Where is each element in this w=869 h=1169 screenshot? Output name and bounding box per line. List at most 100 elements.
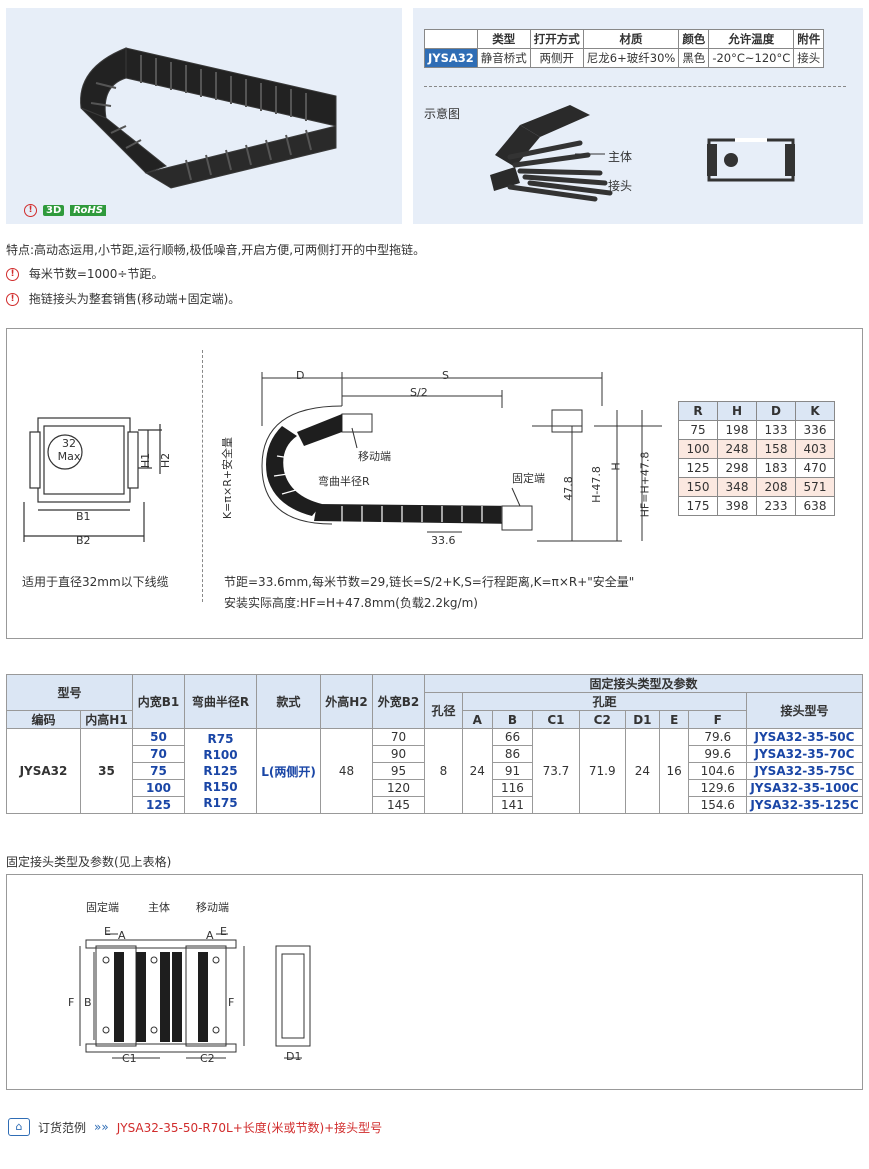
dim-pitch: 33.6 — [431, 534, 456, 547]
dims-cell: 198 — [717, 420, 757, 440]
divider — [424, 86, 846, 87]
cell-d1: 24 — [624, 728, 660, 814]
connector-drawing — [79, 933, 311, 1059]
warning-icon: ! — [24, 204, 37, 217]
dims-cell: 125 — [678, 458, 718, 478]
dims-cell: 298 — [717, 458, 757, 478]
radius-option: R100 — [203, 748, 238, 762]
header-outer-height: 外高H2 — [320, 674, 373, 729]
dims-cell: 233 — [756, 496, 796, 516]
dims-cell: 571 — [795, 477, 835, 497]
warning-note-1: ! 每米节数=1000÷节距。 — [6, 265, 163, 282]
header-style: 款式 — [256, 674, 321, 729]
table-row: 75 95 91 104.6 JYSA32-35-75C — [7, 762, 863, 780]
order-example: ⌂ 订货范例 »» JYSA32-35-50-R70L+长度(米或节数)+接头型… — [8, 1118, 382, 1136]
warning-icon: ! — [6, 268, 19, 281]
chain-layout-drawing — [261, 372, 662, 542]
cell-outer-width: 120 — [372, 779, 425, 797]
cell-part: JYSA32-35-100C — [746, 779, 863, 797]
dim-d: D — [296, 369, 305, 382]
cable-caption: 适用于直径32mm以下线缆 — [22, 575, 169, 589]
header-c2: C2 — [578, 710, 626, 729]
spec-cell-code: JYSA32 — [424, 48, 478, 68]
cell-f: 154.6 — [688, 796, 747, 814]
connector-panel — [6, 874, 863, 1090]
order-icon: ⌂ — [8, 1118, 30, 1136]
header-hole-pitch: 孔距 — [462, 692, 747, 711]
dims-cell: 100 — [678, 439, 718, 459]
header-hole-dia: 孔径 — [424, 692, 463, 729]
dims-cell: 470 — [795, 458, 835, 478]
cross-section-icon — [707, 138, 795, 182]
cell-code: JYSA32 — [6, 728, 81, 814]
dim-h: H — [609, 462, 623, 471]
dims-cell: 208 — [756, 477, 796, 497]
dim-b2: B2 — [76, 534, 91, 547]
dim-b1: B1 — [76, 510, 91, 523]
header-code: 编码 — [6, 710, 81, 729]
spec-header-accessory: 附件 — [793, 29, 825, 49]
radius-option: R125 — [203, 764, 238, 778]
table-row: 100 120 116 129.6 JYSA32-35-100C — [7, 779, 863, 797]
dim-s-half: S/2 — [410, 386, 428, 399]
label-fixed-end: 固定端 — [512, 472, 545, 485]
cell-part: JYSA32-35-70C — [746, 745, 863, 763]
dim-k: K=π×R+安全量 — [221, 436, 235, 520]
dims-header-h: H — [717, 401, 757, 421]
warning-text-2: 拖链接头为整套销售(移动端+固定端)。 — [28, 292, 241, 306]
header-a: A — [462, 710, 493, 729]
cell-part: JYSA32-35-75C — [746, 762, 863, 780]
dims-cell: 398 — [717, 496, 757, 516]
dim-h-minus: H-47.8 — [589, 466, 603, 503]
header-bend-radius: 弯曲半径R — [184, 674, 257, 729]
diagram-label-connector: 接头 — [608, 179, 633, 193]
conn-dim-e-left: E — [104, 925, 111, 938]
connector-label-body: 主体 — [148, 901, 170, 914]
spec-line-1: 节距=33.6mm,每米节数=29,链长=S/2+K,S=行程距离,K=π×R+… — [224, 575, 635, 589]
header-b: B — [491, 710, 534, 729]
cell-outer-width: 145 — [372, 796, 425, 814]
label-bend-radius: 弯曲半径R — [318, 475, 370, 488]
exploded-diagram — [490, 105, 613, 202]
connector-title: 固定接头类型及参数(见上表格) — [6, 855, 172, 869]
dim-h1: H1 — [139, 452, 153, 469]
warning-icon: ! — [6, 293, 19, 306]
conn-dim-f-left: F — [68, 996, 75, 1009]
conn-dim-c2: C2 — [200, 1052, 215, 1065]
dims-header-r: R — [678, 401, 718, 421]
cell-style: L(两侧开) — [256, 728, 321, 814]
conn-dim-a-right: A — [206, 929, 214, 942]
spec-header-type: 类型 — [476, 29, 531, 49]
dim-h2: H2 — [159, 452, 173, 469]
cable-diameter-value: 32 — [62, 437, 76, 450]
selection-table: 型号 内宽B1 弯曲半径R 款式 外高H2 外宽B2 固定接头类型及参数 孔径 … — [6, 674, 863, 814]
spec-cell-material: 尼龙6+玻纤30% — [582, 48, 680, 68]
cell-f: 99.6 — [688, 745, 747, 763]
cell-outer-width: 70 — [372, 728, 425, 746]
dims-cell: 248 — [717, 439, 757, 459]
dims-cell: 158 — [756, 439, 796, 459]
header-d1: D1 — [624, 710, 660, 729]
radius-option: R150 — [203, 780, 238, 794]
cell-inner-width: 70 — [132, 745, 185, 763]
dims-cell: 75 — [678, 420, 718, 440]
cell-f: 129.6 — [688, 779, 747, 797]
spec-cell-open: 两侧开 — [529, 48, 584, 68]
cable-diameter-label: 32 Max — [57, 437, 81, 463]
header-c1: C1 — [532, 710, 580, 729]
spec-cell-accessory: 接头 — [793, 48, 825, 68]
cell-c1: 73.7 — [532, 728, 580, 814]
schematic-divider — [202, 350, 203, 602]
dims-cell: 638 — [795, 496, 835, 516]
cell-outer-height: 48 — [320, 728, 373, 814]
header-f: F — [688, 710, 747, 729]
dims-cell: 175 — [678, 496, 718, 516]
conn-dim-a-left: A — [118, 929, 126, 942]
spec-cell-temp: -20°C~120°C — [708, 48, 795, 68]
conn-dim-e-right: E — [220, 925, 227, 938]
badge-rohs: RoHS — [70, 205, 106, 216]
